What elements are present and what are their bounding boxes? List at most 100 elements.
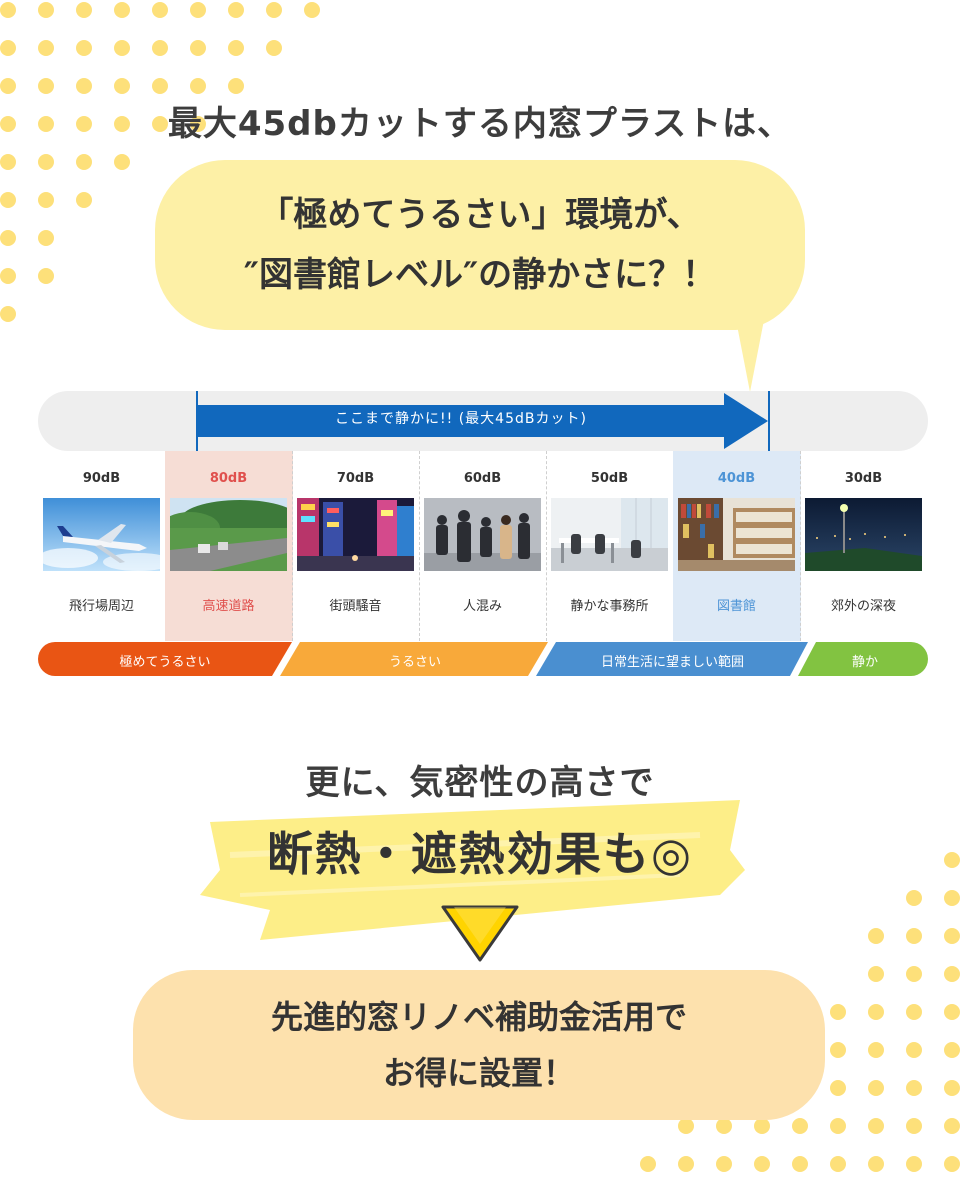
dot	[76, 116, 92, 132]
dot	[868, 1042, 884, 1058]
dot	[0, 78, 16, 94]
level-db: 70dB	[336, 471, 375, 486]
dot	[830, 1042, 846, 1058]
dot	[76, 2, 92, 18]
dot	[114, 2, 130, 18]
dot	[0, 116, 16, 132]
dot	[0, 40, 16, 56]
dot	[868, 1080, 884, 1096]
dot	[906, 966, 922, 982]
level-column-50db: 50dB 静かな事務所	[546, 451, 674, 641]
dot	[678, 1118, 694, 1134]
dot	[76, 192, 92, 208]
level-column-70db: 70dB 街頭騒音	[292, 451, 420, 641]
dot	[114, 116, 130, 132]
bubble-line-2: ″図書館レベル″の静かさに？！	[243, 255, 717, 295]
benefit-heading: 断熱・遮熱効果も◎	[266, 827, 694, 881]
speech-bubble-tail	[736, 320, 764, 392]
level-column-30db: 30dB 郊外の深夜	[800, 451, 927, 641]
arrow-label: ここまで静かに!! (最大45dBカット)	[335, 411, 587, 427]
category-bands	[38, 642, 928, 676]
dot	[830, 1156, 846, 1172]
dot	[190, 40, 206, 56]
dot	[716, 1156, 732, 1172]
dot	[830, 1004, 846, 1020]
level-db: 80dB	[209, 471, 248, 486]
crowd-picture	[424, 498, 541, 571]
dot	[76, 154, 92, 170]
dot	[152, 78, 168, 94]
level-name: 飛行場周辺	[68, 599, 134, 614]
dot	[944, 1080, 960, 1096]
dot	[792, 1156, 808, 1172]
band-very-loud	[38, 642, 292, 676]
cta-line-2: お得に設置！	[382, 1054, 575, 1092]
dot	[114, 78, 130, 94]
level-db: 50dB	[590, 471, 629, 486]
level-name: 人混み	[462, 599, 502, 614]
dot	[906, 890, 922, 906]
cta-box: 先進的窓リノベ補助金活用で お得に設置！	[133, 970, 825, 1120]
noise-level-columns: 90dB 飛行場周辺 80dB	[38, 451, 928, 641]
dot	[754, 1118, 770, 1134]
band-label-very-loud: 極めてうるさい	[119, 655, 211, 670]
dot	[944, 1156, 960, 1172]
level-name: 高速道路	[202, 599, 255, 614]
bubble-line-1: 「極めてうるさい」環境が、	[259, 195, 701, 235]
dot	[716, 1118, 732, 1134]
band-quiet	[798, 642, 928, 676]
level-column-40db: 40dB 図書館	[673, 451, 801, 641]
level-column-80db: 80dB 高速道路	[165, 451, 293, 641]
level-db: 40dB	[717, 471, 756, 486]
suburb-night-picture	[805, 498, 922, 571]
dot	[944, 852, 960, 868]
band-label-daily-life: 日常生活に望ましい範囲	[600, 655, 744, 670]
dot	[830, 1118, 846, 1134]
dot	[830, 1080, 846, 1096]
level-name: 郊外の深夜	[830, 599, 896, 614]
dot	[906, 1118, 922, 1134]
dot	[944, 890, 960, 906]
dot	[114, 154, 130, 170]
dot	[0, 192, 16, 208]
dot	[190, 116, 206, 132]
airplane-picture	[43, 498, 160, 571]
dot	[754, 1156, 770, 1172]
band-label-loud: うるさい	[388, 655, 441, 670]
dot	[76, 78, 92, 94]
dot	[944, 966, 960, 982]
level-db: 30dB	[844, 471, 883, 486]
band-loud	[280, 642, 548, 676]
level-db: 60dB	[463, 471, 502, 486]
dot	[266, 2, 282, 18]
subheading: 更に、気密性の高さで	[305, 763, 655, 803]
dot	[38, 268, 54, 284]
dot	[38, 192, 54, 208]
dot	[868, 966, 884, 982]
dot	[38, 230, 54, 246]
dot	[906, 1080, 922, 1096]
level-db: 90dB	[82, 471, 121, 486]
dot	[944, 1118, 960, 1134]
dot	[0, 230, 16, 246]
library-picture	[678, 498, 795, 571]
brush-highlight	[200, 800, 745, 940]
dot	[906, 1004, 922, 1020]
highway-picture	[170, 498, 287, 571]
dot	[944, 1042, 960, 1058]
dot	[76, 40, 92, 56]
dot	[38, 154, 54, 170]
dot	[906, 1156, 922, 1172]
speech-bubble: 「極めてうるさい」環境が、 ″図書館レベル″の静かさに？！	[155, 160, 805, 330]
band-label-quiet: 静か	[851, 655, 878, 670]
dot	[0, 268, 16, 284]
dot	[38, 40, 54, 56]
down-triangle-icon	[441, 905, 519, 962]
dot	[190, 2, 206, 18]
dot	[944, 928, 960, 944]
dot	[114, 40, 130, 56]
dot	[38, 116, 54, 132]
arrow-end-line	[768, 391, 770, 451]
dot	[906, 928, 922, 944]
dot	[868, 928, 884, 944]
